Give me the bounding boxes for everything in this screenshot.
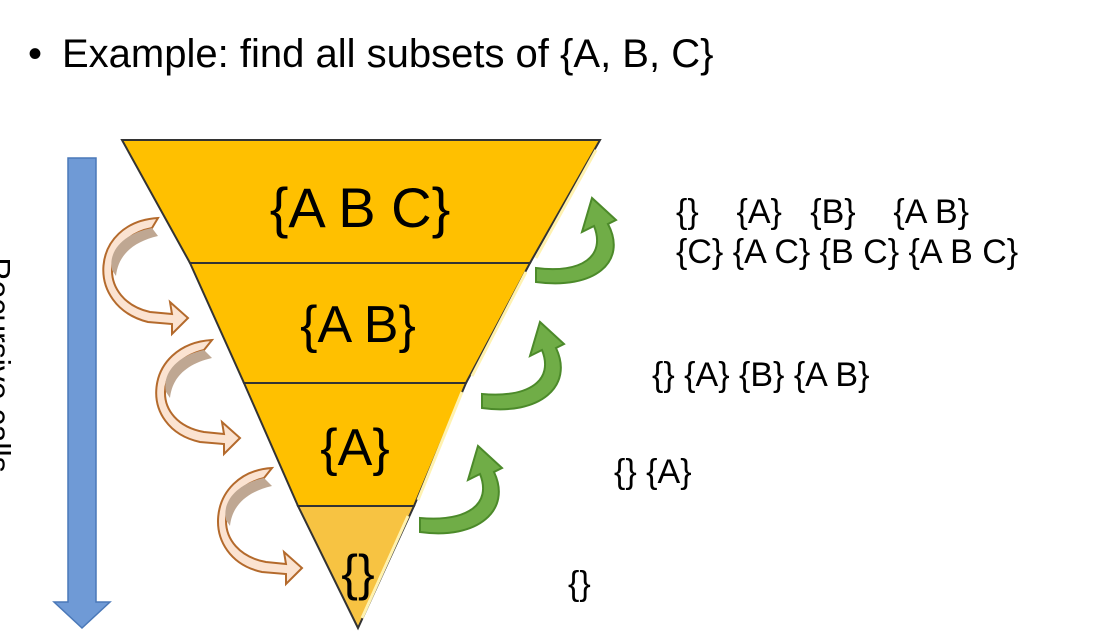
result-line: {} {A} {B} {A B} xyxy=(652,356,870,394)
result-level-2: {} {A} {B} {A B} xyxy=(652,355,869,395)
result-level-4: {} xyxy=(568,564,591,604)
level-label: {A B} xyxy=(300,296,416,354)
curved-up-arrow-icon xyxy=(481,320,566,411)
curved-right-arrow-icon xyxy=(217,466,304,587)
axis-label-text: Recursive calls xyxy=(0,257,17,473)
curved-up-arrow-icon xyxy=(419,444,504,535)
result-level-3: {} {A} xyxy=(614,452,692,492)
title-text: Example: find all subsets of {A, B, C} xyxy=(62,32,714,76)
funnel xyxy=(120,139,602,631)
level-label: {A B C} xyxy=(270,176,451,239)
result-line: {} {A} {B} {A B} xyxy=(676,193,970,231)
level-label: {A} xyxy=(320,419,389,477)
slide-title: • Example: find all subsets of {A, B, C} xyxy=(28,30,713,78)
level-label: {} xyxy=(341,545,374,601)
bullet-icon: • xyxy=(28,32,43,76)
down-arrow-icon xyxy=(52,157,112,630)
curved-right-arrow-icon xyxy=(155,338,242,457)
curved-up-arrow-icon xyxy=(535,196,618,285)
curved-right-arrow-icon xyxy=(102,216,190,337)
result-line: {} {A} xyxy=(614,453,692,491)
result-line: {C} {A C} {B C} {A B C} xyxy=(676,233,1019,271)
result-level-1: {} {A} {B} {A B} {C} {A C} {B C} {A B C} xyxy=(676,192,1018,272)
result-line: {} xyxy=(568,565,591,603)
